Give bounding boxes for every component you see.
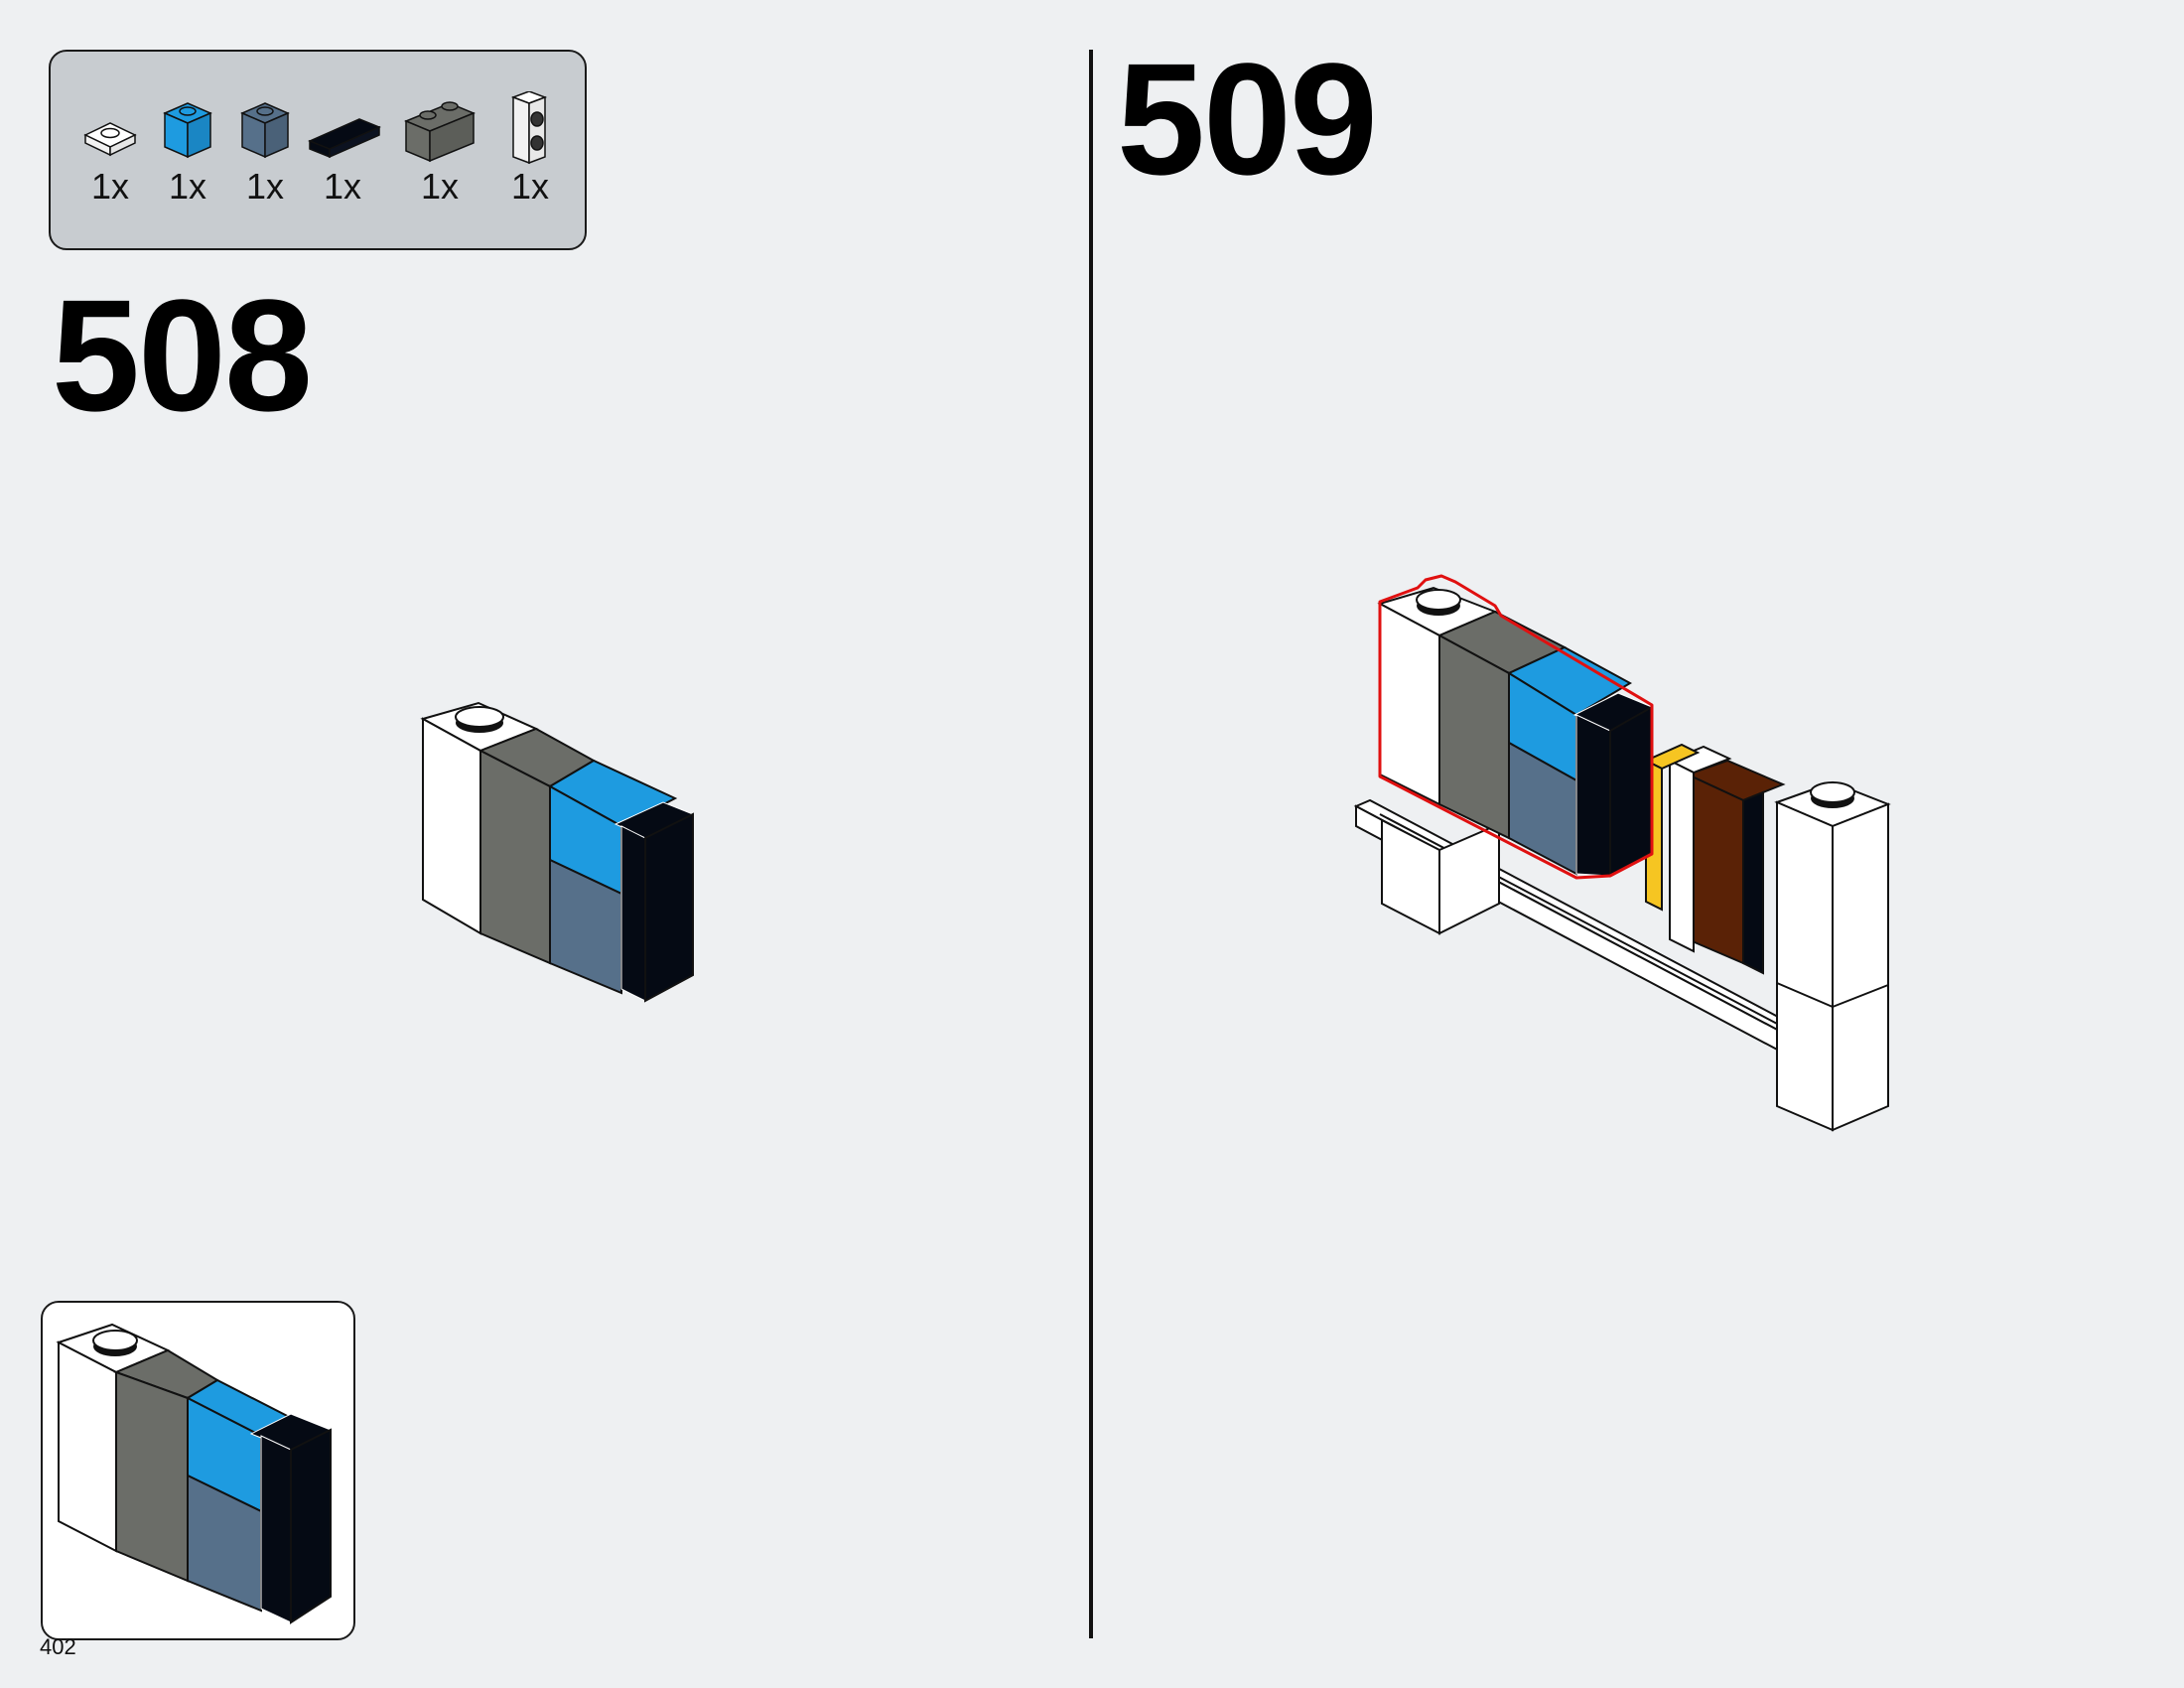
black-tile-side [644,812,694,1003]
right-column-side [1832,802,1889,1132]
step-number-509: 509 [1117,30,1378,208]
white-plate-1x1-icon [83,122,137,157]
black-block [1742,790,1764,975]
part-item: 1x [495,91,565,211]
brick-seam [1832,984,1889,1008]
part-item: 1x [230,91,300,211]
gray-brick-front [479,749,551,965]
callout-model [56,1323,333,1624]
black-tile-front [620,825,646,1002]
brown-block-front [1687,773,1744,965]
black-tile-side [1609,705,1653,878]
part-item: 1x [308,91,381,211]
white-brick-front [1379,602,1440,806]
stud [92,1330,138,1351]
white-tile-front [1669,759,1695,953]
step-number-508: 508 [52,266,313,444]
step-508-model [420,701,695,1003]
stud [1810,781,1855,803]
stud [1416,589,1461,611]
black-tile-front [260,1435,292,1623]
part-item: 1x [400,91,479,211]
part-item: 1x [153,91,222,211]
gray-brick-front [115,1370,189,1583]
white-brick-front [422,717,481,935]
sand-blue-brick-front [187,1474,262,1613]
step-509-model [1353,574,1891,1132]
part-quantity: 1x [420,166,460,207]
right-column-front [1776,800,1834,1132]
part-item: 1x [75,91,145,211]
parts-list-box: 1x 1x 1x 1x [49,50,587,250]
stud [455,706,504,728]
black-tile-front [1575,714,1611,877]
black-tile-side [290,1428,332,1624]
part-quantity: 1x [510,166,550,207]
white-brick-front [58,1340,117,1553]
part-quantity: 1x [323,166,362,207]
left-leg-side [1438,822,1500,935]
part-quantity: 1x [90,166,130,207]
part-quantity: 1x [168,166,207,207]
part-quantity: 1x [245,166,285,207]
callout-box [41,1301,355,1640]
step-divider [1089,50,1093,1638]
dark-gray-brick-1x2-icon [404,101,476,163]
sand-blue-brick-1x1-icon [240,102,290,159]
brick-seam [1776,982,1834,1008]
blue-brick-1x1-icon [163,102,212,159]
black-tile-1x2-icon [308,118,381,159]
new-parts-highlight [1378,574,1654,880]
white-brick-studs-on-side-icon [510,91,548,165]
sand-blue-brick-front [549,858,622,995]
page-number: 402 [40,1634,76,1659]
